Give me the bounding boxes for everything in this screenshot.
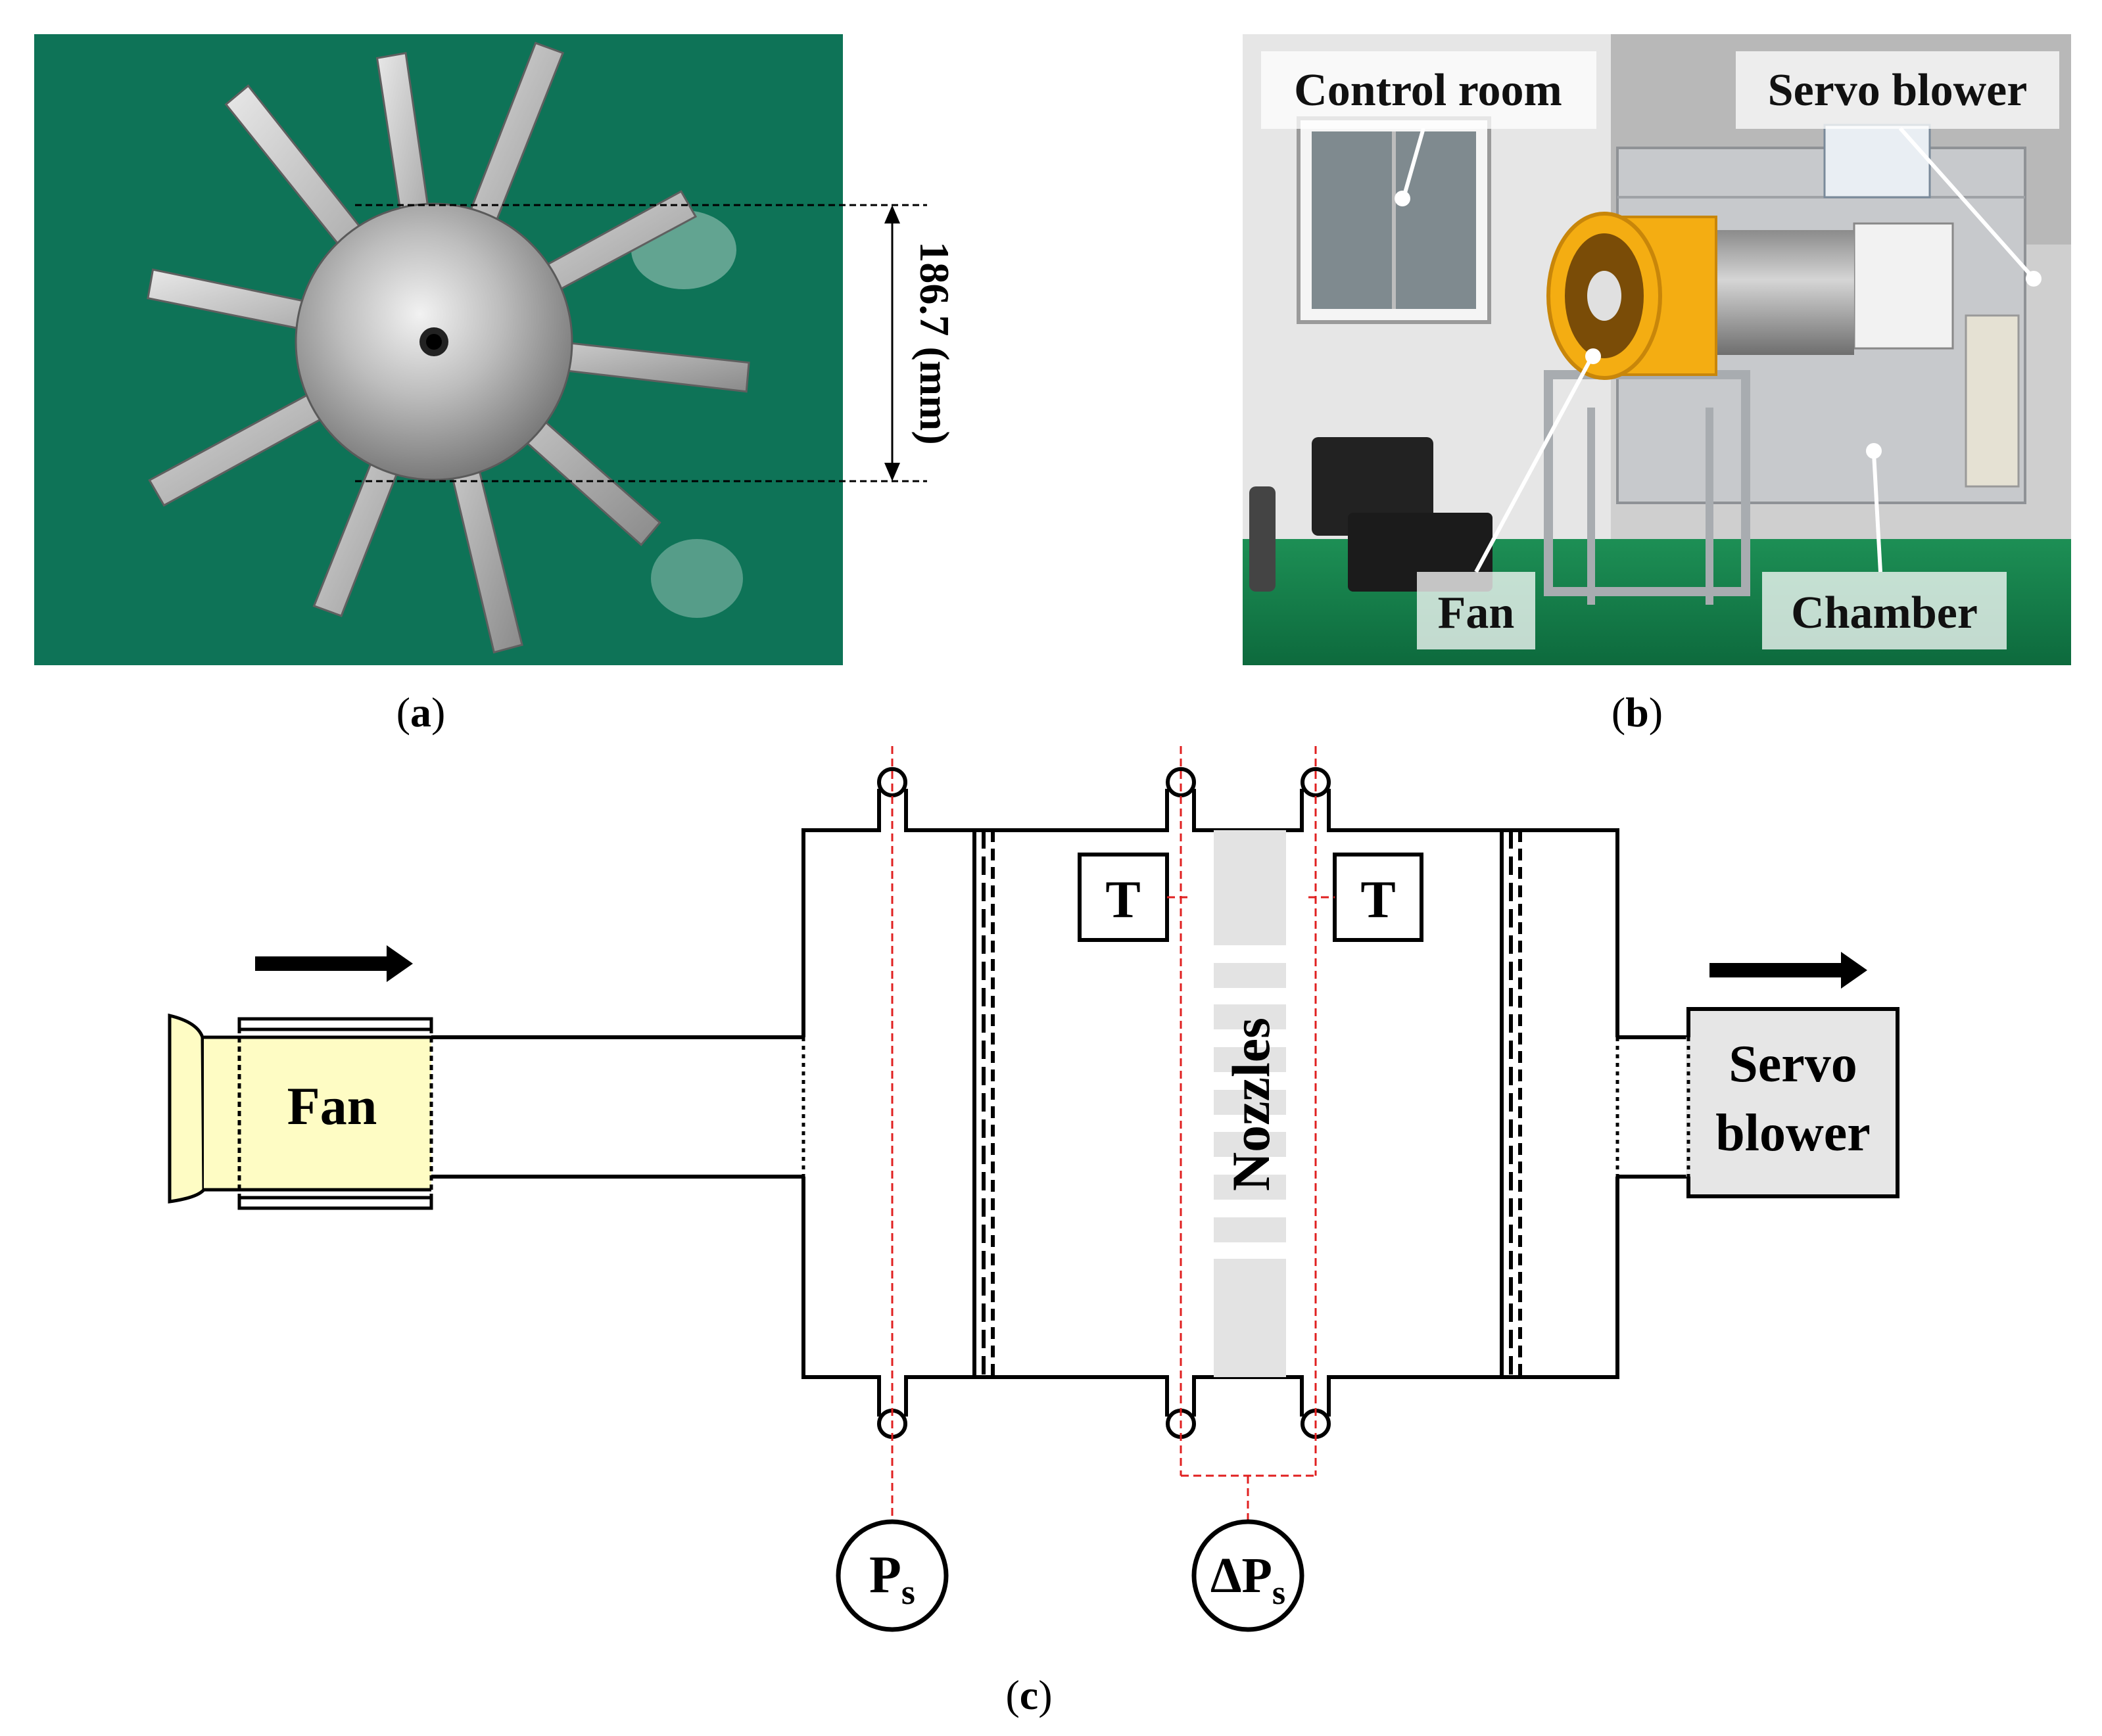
dimension-label: 186.7 (mm) xyxy=(911,241,958,444)
flow-arrow-left xyxy=(255,945,413,982)
caption-b: (b) xyxy=(1612,689,1663,736)
screen-left xyxy=(972,830,995,1377)
caption-c: (c) xyxy=(1005,1672,1052,1718)
label-chamber: Chamber xyxy=(1791,588,1978,638)
static-pressure-label: Ps xyxy=(869,1546,915,1612)
static-pressure-gauge xyxy=(836,1519,949,1632)
flow-arrow-right xyxy=(1709,952,1867,989)
panel-c: Fan xyxy=(168,746,1899,1718)
nozzles-label: Nozzles xyxy=(1221,1018,1281,1191)
servo-blower-label-2: blower xyxy=(1715,1104,1871,1162)
diagram-fan-label: Fan xyxy=(287,1076,377,1136)
servo-blower-label-1: Servo xyxy=(1729,1035,1857,1093)
fan-box xyxy=(204,1037,431,1190)
nozzle-plate xyxy=(1214,830,1286,1377)
caption-a: (a) xyxy=(396,689,446,736)
label-fan: Fan xyxy=(1438,588,1515,638)
temp-sensor-left xyxy=(1078,853,1169,942)
temp-sensor-right xyxy=(1333,853,1423,942)
differential-pressure-label: ΔPs xyxy=(1210,1548,1285,1612)
temp-sensor-right-label: T xyxy=(1360,871,1395,929)
differential-pressure-gauge xyxy=(1191,1519,1304,1632)
pressure-taps xyxy=(877,767,1331,1439)
panel-a: 186.7 (mm) (a) xyxy=(34,34,958,736)
measurement-lines xyxy=(891,746,1335,1525)
inlet-bellmouth xyxy=(168,1013,206,1204)
screen-right xyxy=(1500,830,1522,1377)
chamber-outline xyxy=(801,789,1619,1417)
label-servo-blower: Servo blower xyxy=(1768,65,2028,116)
panel-b: Control room Servo blower Fan Chamber (b… xyxy=(1243,34,2071,736)
temp-sensor-left-label: T xyxy=(1105,871,1140,929)
label-control-room: Control room xyxy=(1294,65,1562,116)
